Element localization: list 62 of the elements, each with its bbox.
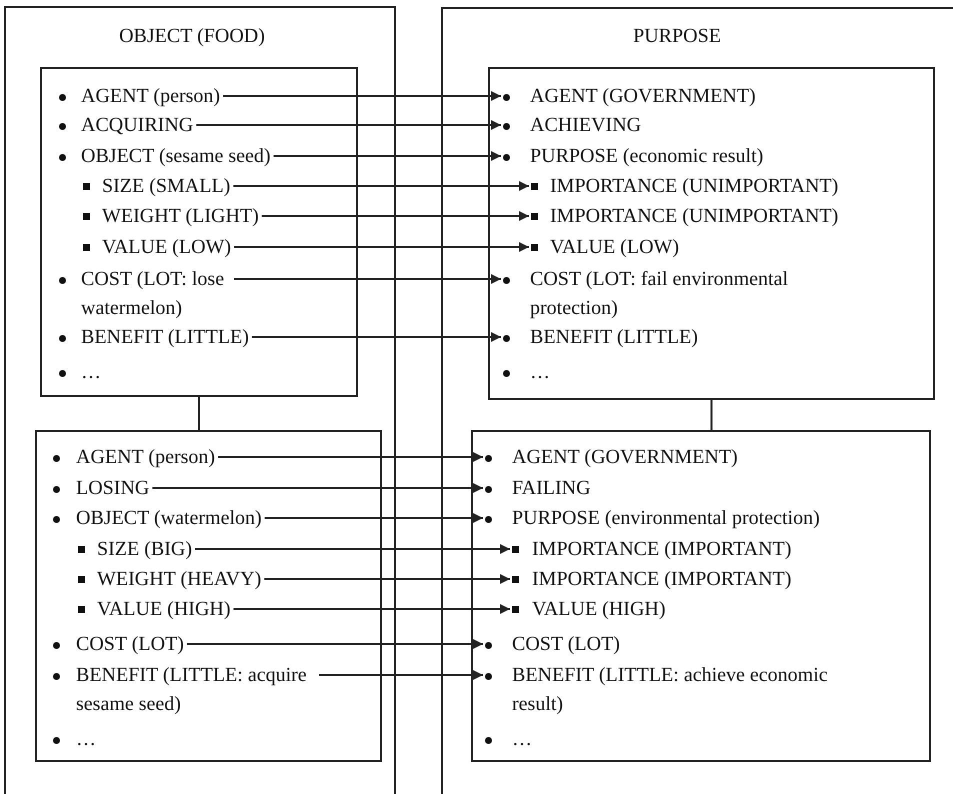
column-heading: PURPOSE — [633, 24, 721, 49]
item-text: COST (LOT) — [76, 632, 184, 656]
bordered-box — [471, 430, 931, 762]
item-text: FAILING — [512, 476, 591, 500]
item-text: WEIGHT (LIGHT) — [102, 204, 259, 228]
item-text: … — [530, 360, 550, 384]
item-text: IMPORTANCE (IMPORTANT) — [532, 536, 792, 562]
item-text: WEIGHT (HEAVY) — [97, 566, 262, 592]
item-text: COST (LOT: fail environmental protection) — [530, 266, 790, 320]
item-text: VALUE (HIGH) — [532, 596, 666, 622]
arrow — [223, 91, 501, 101]
connector-line — [198, 397, 200, 430]
item-text: AGENT (person) — [81, 84, 220, 108]
item-text: OBJECT (watermelon) — [76, 506, 262, 530]
item-text: ACQUIRING — [81, 112, 194, 138]
item-text: AGENT (person) — [76, 444, 216, 470]
arrow — [234, 242, 529, 252]
item-text: … — [81, 360, 101, 384]
item-text: VALUE (HIGH) — [97, 596, 230, 622]
item-text: OBJECT (sesame seed) — [81, 144, 271, 168]
arrow — [262, 211, 529, 221]
arrow — [319, 670, 483, 680]
item-text: SIZE (BIG) — [97, 536, 192, 562]
item-text: IMPORTANCE (IMPORTANT) — [532, 566, 792, 592]
item-text: BENEFIT (LITTLE: acquire sesame seed) — [76, 662, 308, 716]
item-text: ACHIEVING — [530, 112, 642, 138]
arrow — [274, 151, 501, 161]
item-text: IMPORTANCE (UNIMPORTANT) — [550, 174, 838, 198]
arrow — [152, 483, 483, 493]
arrow — [264, 513, 483, 523]
arrow — [252, 332, 501, 342]
bordered-box — [40, 67, 358, 397]
arrow — [218, 452, 483, 462]
item-text: AGENT (GOVERNMENT) — [512, 444, 738, 470]
arrow — [233, 181, 529, 191]
item-text: SIZE (SMALL) — [102, 174, 230, 198]
bordered-box — [488, 67, 935, 400]
item-text: VALUE (LOW) — [102, 234, 232, 260]
column-heading: OBJECT (FOOD) — [119, 24, 265, 49]
item-text: COST (LOT) — [512, 632, 620, 656]
arrow — [234, 604, 510, 614]
arrow — [264, 574, 510, 584]
arrow — [186, 639, 483, 649]
arrow — [234, 274, 501, 284]
item-text: BENEFIT (LITTLE) — [530, 324, 698, 350]
item-text: PURPOSE (environmental protection) — [512, 506, 820, 530]
column-panel — [4, 6, 396, 794]
arrow — [196, 120, 501, 130]
item-text: AGENT (GOVERNMENT) — [530, 84, 756, 108]
item-text: BENEFIT (LITTLE: achieve economic result) — [512, 662, 829, 716]
connector-line — [710, 400, 712, 430]
item-text: IMPORTANCE (UNIMPORTANT) — [550, 204, 838, 228]
item-text: PURPOSE (economic result) — [530, 144, 764, 168]
item-text: BENEFIT (LITTLE) — [81, 324, 249, 350]
item-text: COST (LOT: lose watermelon) — [81, 266, 226, 320]
item-text: VALUE (LOW) — [550, 234, 680, 260]
item-text: … — [512, 726, 532, 752]
item-text: LOSING — [76, 476, 150, 500]
column-panel — [441, 7, 953, 794]
bordered-box — [35, 430, 382, 762]
arrow — [194, 544, 510, 554]
item-text: … — [76, 726, 96, 752]
